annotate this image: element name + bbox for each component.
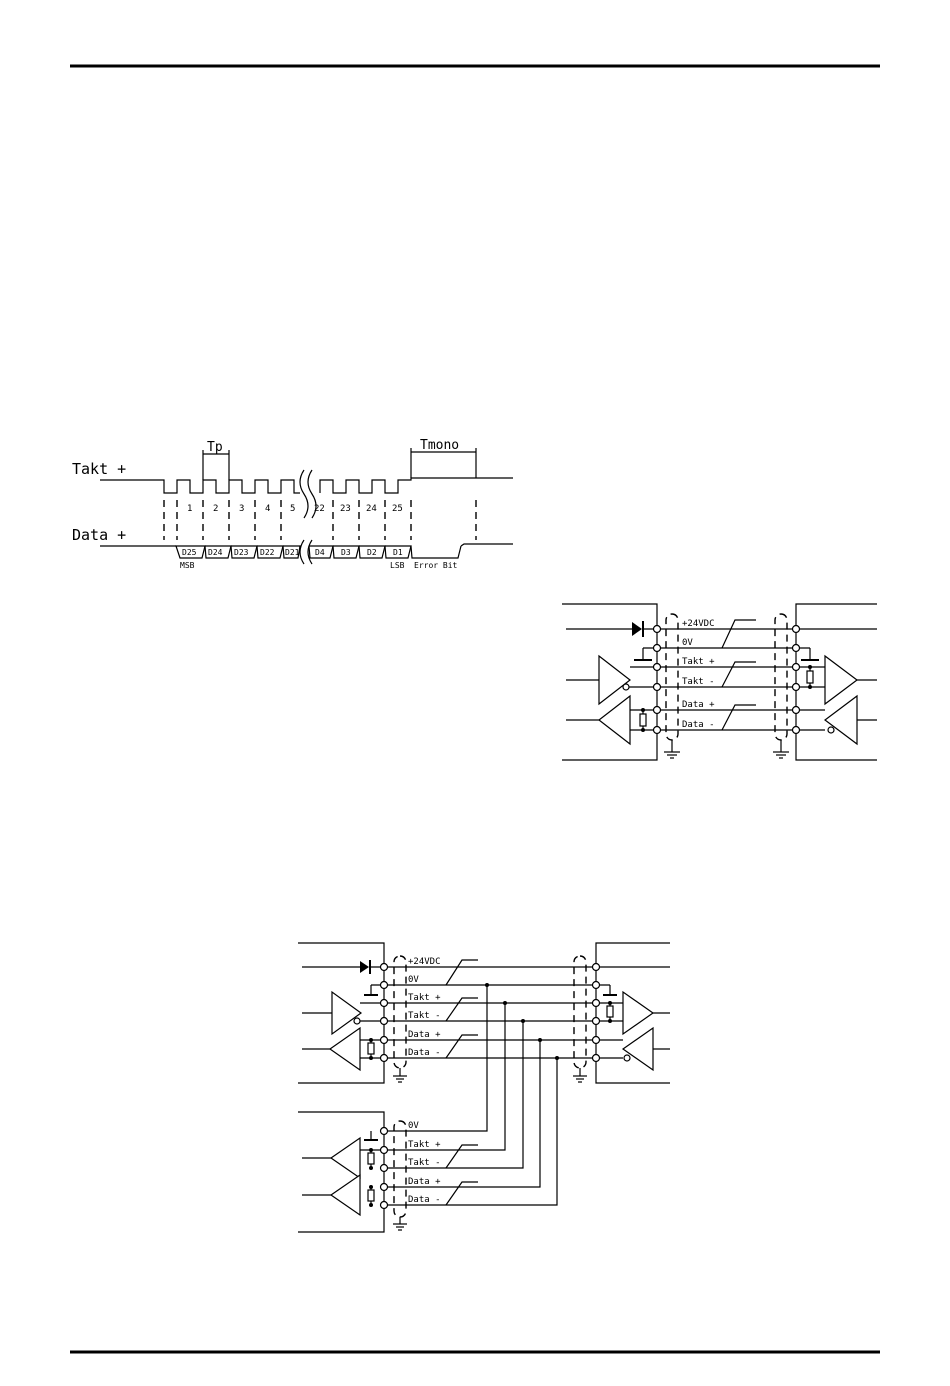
clock-number: 23 (340, 504, 351, 514)
wire-label: 0V (682, 638, 693, 648)
wire-label: Data - (682, 720, 715, 730)
cable-shield-right (775, 614, 787, 740)
clock-number: 2 (213, 504, 218, 514)
wire-label: Takt - (408, 1158, 441, 1168)
wire-label: Data + (682, 700, 715, 710)
diode-icon (632, 622, 642, 636)
termination-resistor-icon (807, 671, 813, 683)
tmono-label: Tmono (420, 438, 459, 453)
second-device-outline (298, 1112, 384, 1232)
data-bit: D3 (341, 548, 351, 557)
circuit-multi-drop: +24VDC 0V Takt + Takt - Data + Data - (298, 943, 670, 1232)
line-receiver-icon (599, 696, 630, 744)
line-driver-icon (332, 992, 361, 1034)
data-bit: D1 (393, 548, 403, 557)
data-bit: D25 (182, 548, 197, 557)
data-bit: D4 (315, 548, 325, 557)
line-driver-icon (623, 1028, 653, 1070)
data-bit: D23 (234, 548, 249, 557)
termination-resistor-icon (368, 1153, 374, 1164)
wire-label: Takt + (408, 1140, 441, 1150)
takt-label: Takt + (72, 460, 126, 478)
timing-diagram: Takt + Data + Tp Tmono (72, 438, 513, 570)
diode-icon (360, 961, 369, 973)
wire-label: Data - (408, 1195, 441, 1205)
wire-label: Takt - (682, 677, 715, 687)
data-bit: D21 (285, 548, 300, 557)
wire-label: Data - (408, 1048, 441, 1058)
data-bit: D22 (260, 548, 275, 557)
break-mark (300, 470, 308, 518)
line-receiver-icon (825, 656, 857, 704)
cable-shield (574, 956, 586, 1068)
msb-label: MSB (180, 561, 195, 570)
wire-label: +24VDC (408, 957, 441, 967)
data-label: Data + (72, 526, 126, 544)
lsb-label: LSB (390, 561, 405, 570)
error-bit-label: Error Bit (414, 561, 458, 570)
termination-resistor-icon (368, 1043, 374, 1054)
termination-resistor-icon (640, 714, 646, 726)
line-driver-icon (825, 696, 857, 744)
cable-shield-left (666, 614, 678, 740)
line-driver-icon (599, 656, 630, 704)
line-receiver-icon (623, 992, 653, 1034)
wire-label: 0V (408, 975, 419, 985)
wire-label: 0V (408, 1121, 419, 1131)
clock-number: 3 (239, 504, 244, 514)
data-bit: D2 (367, 548, 377, 557)
clock-number: 5 (290, 504, 295, 514)
circuit-point-to-point: +24VDC 0V Takt + Takt - Data + Data - (562, 604, 877, 760)
wire-label: Takt - (408, 1011, 441, 1021)
termination-resistor-icon (607, 1006, 613, 1017)
wire-label: Data + (408, 1030, 441, 1040)
data-bit: D24 (208, 548, 223, 557)
clock-number: 25 (392, 504, 403, 514)
termination-resistor-icon (368, 1190, 374, 1201)
wire-label: Takt + (408, 993, 441, 1003)
cable-shield (394, 1121, 406, 1217)
clock-number: 4 (265, 504, 270, 514)
takt-waveform (100, 480, 300, 493)
wire-label: +24VDC (682, 619, 715, 629)
clock-number: 24 (366, 504, 377, 514)
cable-shield (394, 956, 406, 1068)
line-receiver-icon (330, 1028, 360, 1070)
clock-number: 22 (314, 504, 325, 514)
line-receiver-icon (331, 1138, 360, 1178)
wire-label: Data + (408, 1177, 441, 1187)
tp-label: Tp (207, 440, 223, 455)
wire-label: Takt + (682, 657, 715, 667)
clock-number: 1 (187, 504, 192, 514)
line-receiver-icon (331, 1175, 360, 1215)
